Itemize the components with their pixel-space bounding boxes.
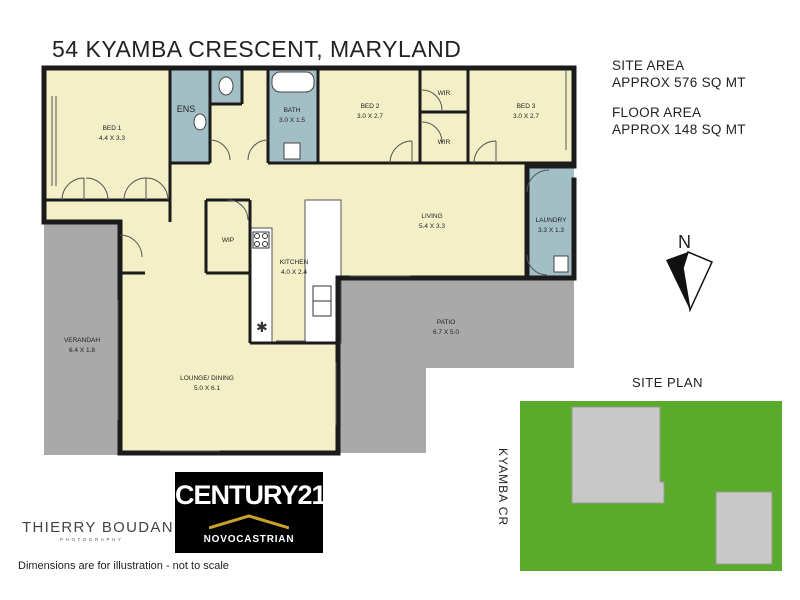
room-wip-name: WIP [222, 237, 234, 244]
floor-area-label: FLOOR AREA [612, 105, 702, 120]
room-wir2-name: WIR [438, 139, 451, 146]
bathtub-icon [271, 71, 315, 93]
site-area-label: SITE AREA [612, 58, 685, 73]
patio-area [338, 278, 574, 453]
photographer-name: THIERRY BOUDAN [22, 519, 174, 536]
cooktop-icon [252, 231, 270, 249]
room-verandah-size: 6.4 X 1.8 [69, 347, 95, 354]
photographer-sub: PHOTOGRAPHY [60, 537, 124, 542]
floor-area-value: APPROX 148 SQ MT [612, 122, 746, 137]
disclaimer: Dimensions are for illustration - not to… [18, 560, 229, 572]
room-lounge-name: LOUNGE/ DINING [180, 375, 234, 382]
agency-sub: NOVOCASTRIAN [203, 534, 295, 545]
laundry-tub-icon [553, 255, 569, 273]
toilet-icon [218, 76, 234, 96]
room-bath-name: BATH [284, 107, 301, 114]
ensuite-basin-icon [193, 113, 207, 131]
room-kitchen-name: KITCHEN [280, 259, 309, 266]
compass-north-label: N [678, 232, 691, 252]
street-label: KYAMBA CR [496, 448, 510, 527]
room-bed3-name: BED 3 [517, 103, 536, 110]
room-patio-size: 6.7 X 5.0 [433, 329, 459, 336]
room-bed1-size: 4.4 X 3.3 [99, 135, 125, 142]
agency-logo: CENTURY21 NOVOCASTRIAN [175, 472, 327, 553]
room-bed1-name: BED 1 [103, 125, 122, 132]
room-bed2-name: BED 2 [361, 103, 380, 110]
agency-name: CENTURY21 [175, 480, 327, 510]
room-living-name: LIVING [421, 213, 442, 220]
room-verandah-name: VERANDAH [64, 337, 100, 344]
room-laundry-name: LAUNDRY [536, 217, 568, 224]
site-plan-house [571, 406, 665, 504]
room-bed2-size: 3.0 X 2.7 [357, 113, 383, 120]
kitchen-island [304, 199, 342, 344]
room-wir1-name: WIR [438, 90, 451, 97]
site-plan-shed [715, 491, 773, 565]
room-kitchen-size: 4.0 X 2.4 [281, 269, 307, 276]
compass-arrow-icon [666, 250, 714, 313]
room-patio-name: PATIO [437, 319, 456, 326]
room-ens-name: ENS [177, 104, 196, 114]
fan-icon: ✱ [256, 319, 268, 335]
room-bed3-size: 3.0 X 2.7 [513, 113, 539, 120]
roof-icon [209, 514, 289, 530]
room-lounge-size: 5.0 X 6.1 [194, 385, 220, 392]
site-plan-title: SITE PLAN [632, 375, 703, 390]
room-laundry-size: 3.3 X 1.3 [538, 227, 564, 234]
verandah-area [44, 222, 120, 455]
page-title: 54 KYAMBA CRESCENT, MARYLAND [52, 36, 462, 62]
room-living-size: 5.4 X 3.3 [419, 223, 445, 230]
room-bath-size: 3.0 X 1.5 [279, 117, 305, 124]
bath-basin-icon [283, 142, 301, 160]
site-area-value: APPROX 576 SQ MT [612, 75, 746, 90]
